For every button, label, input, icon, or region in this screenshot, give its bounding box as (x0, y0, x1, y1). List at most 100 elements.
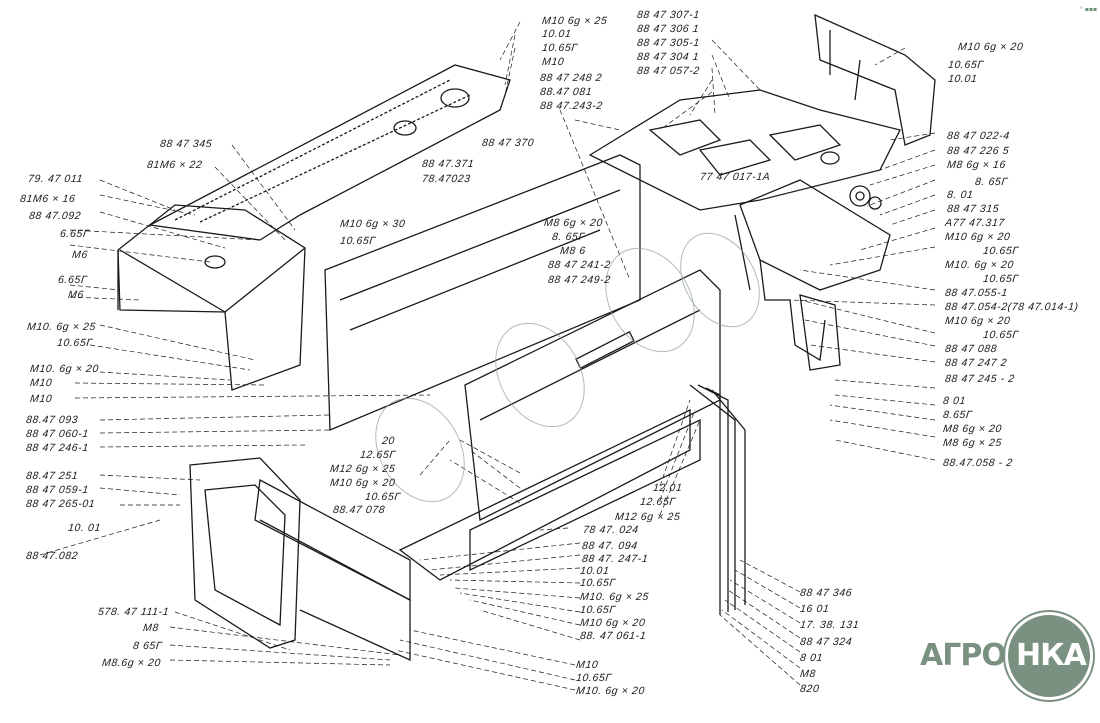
upper-side-panel (324, 154, 641, 431)
right-subframe (739, 179, 891, 291)
part-label: 8 65Г (132, 640, 163, 652)
part-label: 88 47 022-4 (946, 130, 1011, 142)
part-label: 88 47 247 2 (944, 357, 1008, 369)
part-label: 78.47023 (421, 173, 472, 185)
part-label: 578. 47 111-1 (97, 606, 170, 618)
part-label: M8 6g × 25 (942, 437, 1003, 449)
part-label: 10.01 (541, 28, 572, 40)
part-label: 88.47 251 (25, 470, 79, 482)
part-label: M10 (29, 377, 53, 389)
part-label: 8 01 (942, 395, 967, 407)
part-label: M10 (29, 393, 53, 405)
part-label: A77 47.317 (944, 217, 1006, 229)
part-label: 88 47 346 (799, 587, 853, 599)
part-label: 88 47 304 1 (636, 51, 700, 63)
right-column (799, 294, 841, 371)
part-label: 88 47 306 1 (636, 23, 700, 35)
part-label: 88 47 315 (946, 203, 1000, 215)
part-label: 8. 65Г (974, 176, 1009, 188)
part-label: 88 47. 247-1 (581, 553, 649, 565)
part-label: 10.65Г (579, 604, 617, 616)
part-label: 10.01 (579, 565, 610, 577)
part-label: M12 6g × 25 (329, 463, 396, 475)
part-label: 88 47 248 2 (539, 72, 603, 84)
part-label: 88 47 057-2 (636, 65, 701, 77)
watermark-agro (375, 232, 760, 503)
part-label: 10.01 (947, 73, 978, 85)
part-label: 8 01 (799, 652, 824, 664)
part-label: 88 47 265-01 (25, 498, 96, 510)
logo-text-right: НКА (1016, 638, 1087, 673)
corner-mark: ° ▪▪▪ (1080, 6, 1098, 13)
part-label: 88.47.058 - 2 (942, 457, 1014, 469)
part-label: M10. 6g × 20 (575, 685, 646, 697)
part-label: 17. 38. 131 (799, 619, 860, 631)
part-label: 10.65Г (947, 59, 985, 71)
floor-plate (588, 89, 901, 211)
part-label: 81M6 × 22 (146, 159, 203, 171)
agronka-logo: АГРО НКА (920, 612, 1093, 702)
part-label: M10. 6g × 25 (579, 591, 650, 603)
part-label: M8 6 (559, 245, 587, 257)
part-label: 12.65Г (359, 449, 397, 461)
bottom-panel-c (469, 418, 701, 572)
right-rails (689, 384, 746, 615)
part-label: 6.65Г (59, 228, 90, 240)
part-label: 12.65Г (639, 496, 677, 508)
knob (849, 185, 871, 207)
part-label: 10. 01 (67, 522, 102, 534)
part-label: 88 47 060-1 (25, 428, 90, 440)
part-label: M8 6g × 20 (942, 423, 1003, 435)
left-corner-box (117, 204, 306, 391)
part-label: 88 47 249-2 (547, 274, 612, 286)
part-label: 10.65Г (339, 235, 377, 247)
part-label: M6 (71, 249, 89, 261)
part-label: 88 47 059-1 (25, 484, 90, 496)
part-label: 8. 65Г (551, 231, 586, 243)
part-label: M8 6g × 16 (946, 159, 1007, 171)
part-label: 88 47.055-1 (944, 287, 1009, 299)
bottom-panel-b (398, 408, 691, 581)
part-label: 88 47 324 (799, 636, 853, 648)
part-label: 88 47 370 (481, 137, 535, 149)
part-label: M8 6g × 20 (543, 217, 604, 229)
part-label: M8 (799, 668, 817, 680)
part-label: 88 47.082 (25, 550, 79, 562)
part-label: M10. 6g × 25 (26, 321, 97, 333)
part-label: 10.65Г (982, 245, 1020, 257)
part-label: 10.65Г (982, 273, 1020, 285)
part-label: M8.6g × 20 (101, 657, 162, 669)
part-label: 6.65Г (57, 274, 88, 286)
logo-text-left: АГРО (920, 638, 1007, 673)
part-label: M10. 6g × 20 (944, 259, 1015, 271)
part-label: 79. 47 011 (27, 173, 84, 185)
rear-right-bracket (814, 13, 936, 146)
part-label: 88.47 081 (539, 86, 593, 98)
part-label: 88 47 245 - 2 (944, 373, 1016, 385)
rear-top-rail-inner (174, 79, 471, 223)
part-label: 16 01 (799, 603, 830, 615)
part-label: 78 47. 024 (582, 524, 640, 536)
part-label: M10 6g × 20 (957, 41, 1024, 53)
part-label: 88 47.054-2(78 47.014-1) (944, 301, 1080, 313)
door-strip (259, 519, 411, 662)
logo-circle (1005, 612, 1093, 700)
part-label: 88 47 246-1 (25, 442, 90, 454)
part-label: M8 (142, 622, 160, 634)
part-label: M10 (541, 56, 565, 68)
part-label: 88.47 078 (332, 504, 386, 516)
part-label: 88 47 305-1 (636, 37, 701, 49)
door-frame (189, 457, 301, 649)
lower-side-panel (464, 269, 721, 521)
part-label: M12 6g × 25 (614, 511, 681, 523)
part-label: 88 47 345 (159, 138, 213, 150)
part-label: M6 (67, 289, 85, 301)
part-label: M10 (575, 659, 599, 671)
part-label: 10.65Г (364, 491, 402, 503)
part-label: M10 6g × 20 (944, 231, 1011, 243)
part-label: 10.65Г (982, 329, 1020, 341)
part-label: 10.65Г (579, 577, 617, 589)
part-label: 88. 47 061-1 (579, 630, 647, 642)
part-label: M10 6g × 25 (541, 15, 608, 27)
